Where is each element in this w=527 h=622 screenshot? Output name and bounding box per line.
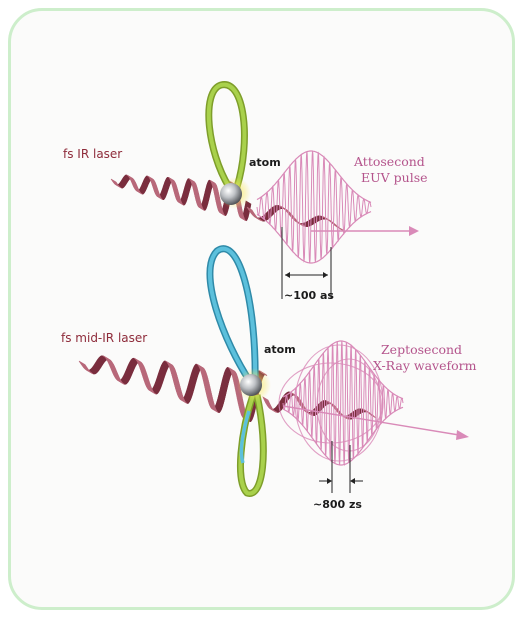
hhg-diagram: fs IR laser atom Attosecond EUV pulse ~1… — [11, 11, 515, 610]
top-panel: fs IR laser atom Attosecond EUV pulse ~1… — [63, 85, 428, 302]
bottom-panel: fs mid-IR laser atom Zeptosecond X-Ray w… — [61, 249, 477, 511]
atom-icon — [237, 368, 271, 402]
duration-label: ~800 zs — [313, 498, 362, 511]
electron-orbit-upper-loop — [210, 249, 255, 387]
atom-label: atom — [264, 343, 296, 356]
atom-icon — [219, 177, 251, 209]
atom-label: atom — [249, 156, 281, 169]
pulse-label-line1: Zeptosecond — [381, 342, 462, 357]
figure-card: fs IR laser atom Attosecond EUV pulse ~1… — [8, 8, 515, 610]
pulse-label-line2: X-Ray waveform — [373, 358, 477, 373]
pulse-label-line1: Attosecond — [353, 154, 425, 169]
pulse-label-line2: EUV pulse — [361, 170, 428, 185]
duration-label: ~100 as — [284, 289, 334, 302]
laser-label: fs IR laser — [63, 147, 122, 161]
laser-label: fs mid-IR laser — [61, 331, 147, 345]
